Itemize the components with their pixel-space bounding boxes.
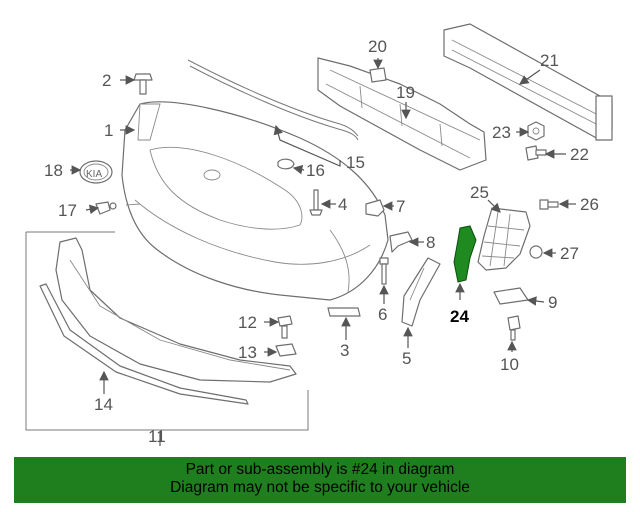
part-19-energy-absorber[interactable] bbox=[317, 57, 487, 171]
group-11-outline bbox=[25, 231, 309, 431]
part-15-trim-strip[interactable] bbox=[187, 59, 359, 141]
part-26-bolt[interactable] bbox=[539, 199, 559, 210]
callout-22: 22 bbox=[570, 145, 589, 164]
banner-line-1: Part or sub-assembly is #24 in diagram bbox=[185, 461, 455, 478]
part-21-reinforcement-beam[interactable] bbox=[443, 23, 613, 141]
part-9-bracket[interactable] bbox=[493, 287, 529, 305]
callout-7: 7 bbox=[396, 197, 405, 216]
part-7-clip[interactable] bbox=[365, 199, 385, 217]
part-13-clip[interactable] bbox=[275, 343, 297, 357]
part-20-bracket[interactable] bbox=[369, 67, 387, 83]
part-3-retainer[interactable] bbox=[327, 307, 361, 317]
callout-17: 17 bbox=[58, 201, 77, 220]
callout-5: 5 bbox=[402, 349, 411, 368]
callout-14: 14 bbox=[94, 395, 113, 414]
svg-text:KIA: KIA bbox=[86, 169, 102, 180]
part-14-lower-strip[interactable] bbox=[39, 283, 249, 405]
callout-9: 9 bbox=[548, 293, 557, 312]
part-23-nut[interactable] bbox=[527, 121, 545, 141]
callout-20: 20 bbox=[368, 37, 387, 56]
part-8-bracket[interactable] bbox=[389, 231, 413, 253]
info-banner: Part or sub-assembly is #24 in diagram D… bbox=[14, 457, 626, 503]
callout-13: 13 bbox=[238, 343, 257, 362]
callout-26: 26 bbox=[580, 195, 599, 214]
callout-11: 11 bbox=[148, 427, 166, 446]
callout-10: 10 bbox=[500, 355, 519, 374]
part-22-bolt[interactable] bbox=[525, 145, 547, 161]
callout-27: 27 bbox=[560, 244, 579, 263]
callout-19: 19 bbox=[396, 83, 415, 102]
callout-6: 6 bbox=[378, 305, 387, 324]
callout-labels: 1 2 3 4 5 6 7 8 9 10 11 12 13 14 15 16 1… bbox=[44, 37, 599, 446]
callout-12: 12 bbox=[238, 313, 257, 332]
callout-16: 16 bbox=[306, 161, 325, 180]
part-11-lower-assembly[interactable] bbox=[55, 237, 297, 383]
callout-4: 4 bbox=[338, 195, 347, 214]
callout-25: 25 bbox=[470, 183, 489, 202]
part-4-stud[interactable] bbox=[309, 189, 323, 216]
part-24-bracket-highlighted[interactable] bbox=[453, 225, 477, 283]
leader-lines bbox=[70, 58, 576, 446]
callout-18: 18 bbox=[44, 161, 63, 180]
part-18-emblem[interactable]: KIA bbox=[79, 160, 113, 184]
part-10-bolt[interactable] bbox=[507, 315, 521, 341]
part-2-bolt[interactable] bbox=[133, 73, 153, 95]
callout-15: 15 bbox=[346, 153, 365, 172]
callout-24: 24 bbox=[450, 307, 469, 326]
parts-diagram: KIA bbox=[25, 23, 613, 446]
part-25-grille-panel[interactable] bbox=[477, 207, 531, 271]
part-6-bolt[interactable] bbox=[379, 257, 389, 285]
part-12-bolt[interactable] bbox=[277, 315, 293, 339]
callout-8: 8 bbox=[426, 233, 435, 252]
part-5-side-bracket[interactable] bbox=[401, 257, 441, 327]
callout-23: 23 bbox=[492, 123, 511, 142]
callout-21: 21 bbox=[540, 51, 559, 70]
callout-3: 3 bbox=[340, 341, 349, 360]
banner-line-2: Diagram may not be specific to your vehi… bbox=[170, 479, 470, 496]
part-17-clip[interactable] bbox=[95, 201, 117, 215]
callout-2: 2 bbox=[102, 71, 111, 90]
part-16-clip[interactable] bbox=[277, 158, 295, 170]
part-27-nut[interactable] bbox=[529, 245, 543, 259]
callout-1: 1 bbox=[104, 121, 113, 140]
part-1-bumper-cover[interactable] bbox=[121, 101, 389, 301]
